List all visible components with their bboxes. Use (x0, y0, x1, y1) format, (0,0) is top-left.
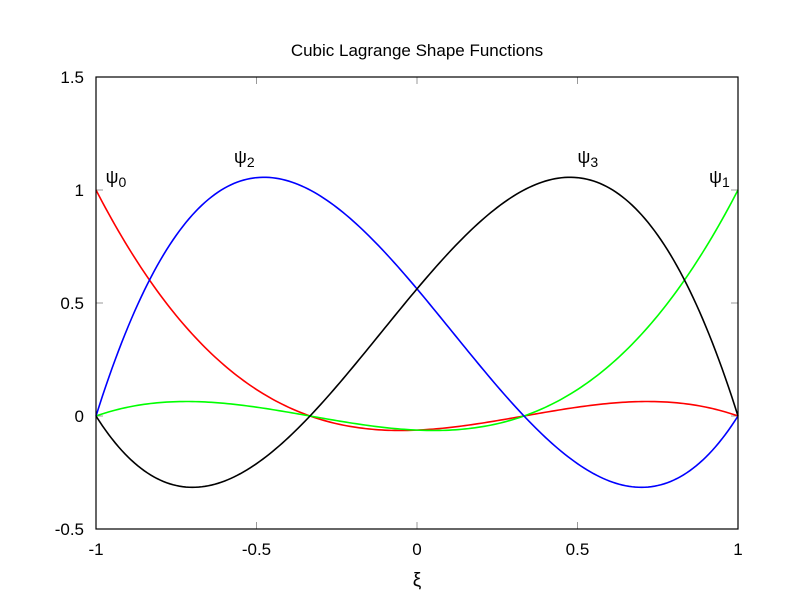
x-tick-label: -1 (88, 540, 103, 559)
x-tick-label: 0 (412, 540, 421, 559)
x-tick-label: 0.5 (566, 540, 590, 559)
x-axis-label: ξ (413, 570, 422, 591)
curve-ψ0 (95, 189, 739, 432)
y-tick-labels: -0.5 0 0.5 1 1.5 (55, 68, 84, 539)
x-tick-label: -0.5 (242, 540, 271, 559)
curve-ψ3 (95, 176, 739, 489)
plot-frame (95, 76, 739, 530)
curve-label: ψ0 (106, 167, 127, 190)
curve-label: ψ3 (578, 147, 599, 170)
curve-label: ψ2 (234, 147, 255, 170)
plot-area (95, 76, 739, 530)
curve-label: ψ1 (709, 167, 730, 190)
axis-ticks (95, 76, 739, 530)
curve-ψ2 (95, 176, 739, 489)
y-tick-label: 0.5 (60, 294, 84, 313)
y-tick-label: 1 (75, 181, 84, 200)
y-tick-label: -0.5 (55, 520, 84, 539)
y-tick-label: 0 (75, 407, 84, 426)
curve-labels: ψ0 ψ2 ψ3 ψ1 (106, 147, 730, 190)
curve-ψ1 (95, 189, 739, 432)
curves (95, 176, 739, 489)
y-tick-label: 1.5 (60, 68, 84, 87)
chart-title: Cubic Lagrange Shape Functions (291, 41, 543, 60)
x-tick-labels: -1 -0.5 0 0.5 1 (88, 540, 742, 559)
x-tick-label: 1 (733, 540, 742, 559)
